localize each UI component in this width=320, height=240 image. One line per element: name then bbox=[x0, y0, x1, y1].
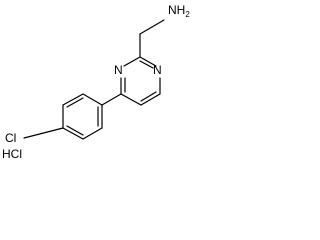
bond-ch2-n bbox=[139, 19, 165, 35]
molecule-structure bbox=[23, 19, 165, 140]
bond-b5-b6-double bbox=[66, 97, 84, 108]
salt-label-hcl: HCl bbox=[2, 147, 22, 161]
bond-b2-b3 bbox=[82, 127, 103, 140]
atom-label-n1: N bbox=[114, 63, 123, 77]
amine-symbol: NH bbox=[168, 3, 186, 17]
amine-subscript: 2 bbox=[185, 10, 190, 19]
bond-c6-aryl bbox=[101, 93, 122, 106]
bond-c5-c6 bbox=[120, 93, 142, 106]
bond-n1-c2 bbox=[123, 56, 141, 67]
bond-b5-b6 bbox=[62, 93, 84, 106]
atom-label-chlorine: Cl bbox=[5, 131, 17, 145]
bond-b3-b4-double bbox=[66, 125, 84, 136]
atom-label-n3: N bbox=[153, 63, 162, 77]
bond-b6-b1 bbox=[82, 93, 103, 106]
bond-c4-c5-double bbox=[140, 91, 157, 102]
bond-c2-n3-double bbox=[139, 60, 154, 69]
bond-c4-c5 bbox=[140, 93, 161, 106]
bond-c2-n3 bbox=[139, 56, 157, 67]
bond-b4-cl bbox=[23, 127, 64, 139]
bond-b3-b4 bbox=[62, 127, 84, 140]
atom-label-amine: NH2 bbox=[168, 3, 190, 19]
structure-canvas: N N NH2 Cl HCl bbox=[0, 0, 192, 173]
